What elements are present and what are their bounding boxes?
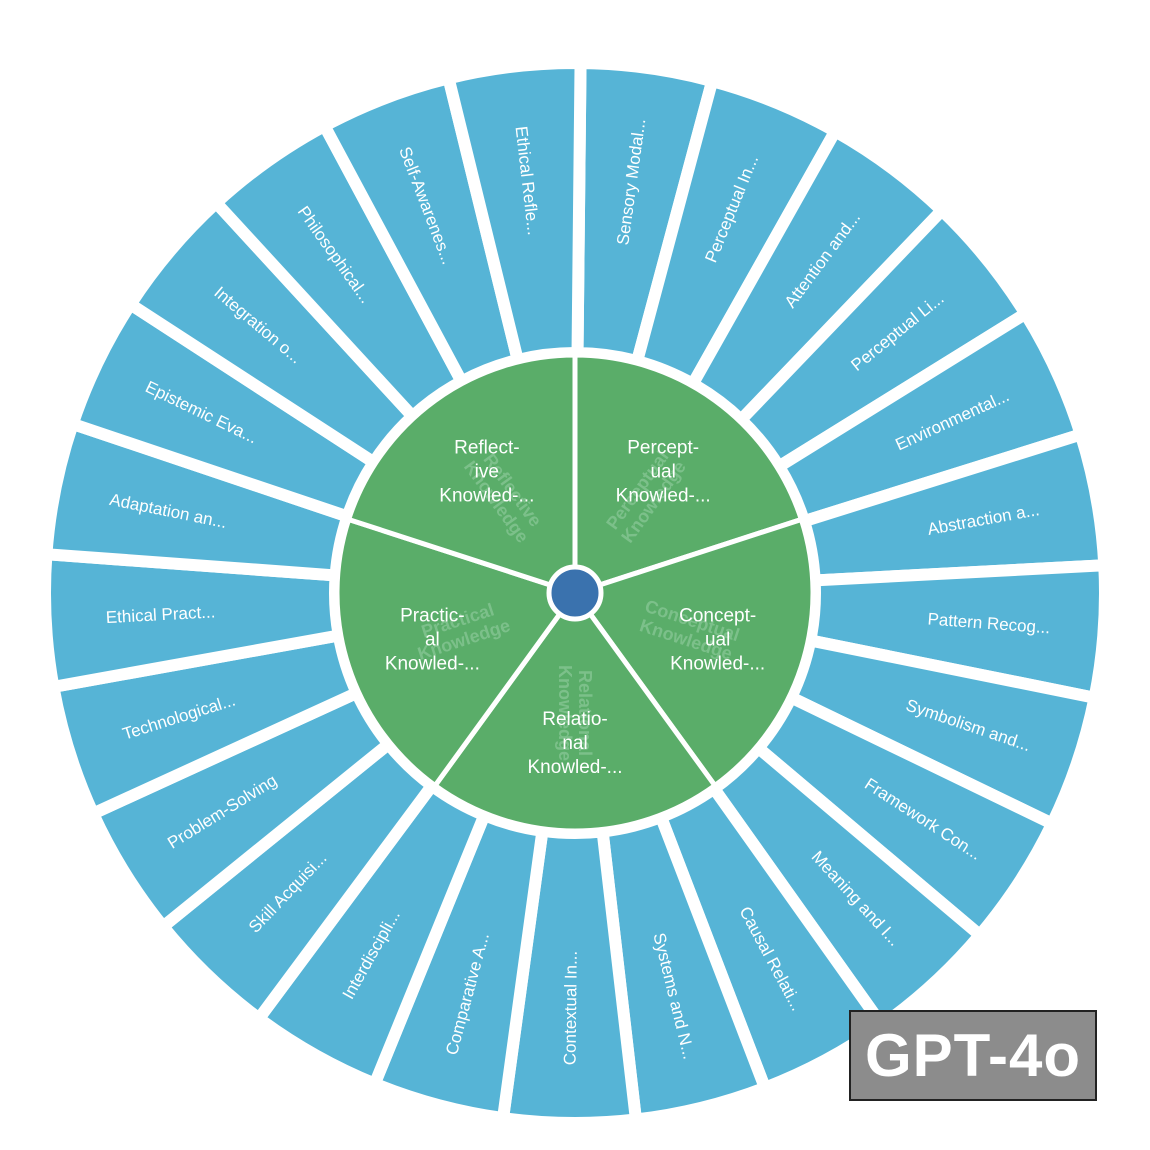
inner-segment-practical-knowledge[interactable] xyxy=(334,516,580,790)
inner-segment-conceptual-knowledge[interactable] xyxy=(570,516,816,790)
model-badge: GPT-4o xyxy=(849,1010,1097,1101)
center-hub[interactable] xyxy=(546,564,604,622)
inner-ghost-label: RelationalKnowledge xyxy=(555,665,595,761)
inner-segment-relational-knowledge[interactable] xyxy=(431,588,719,834)
outer-label-contextual-in: Contextual In... xyxy=(561,951,581,1066)
inner-segment-reflective-knowledge[interactable] xyxy=(345,352,578,597)
inner-segment-perceptual-knowledge[interactable] xyxy=(572,352,805,597)
